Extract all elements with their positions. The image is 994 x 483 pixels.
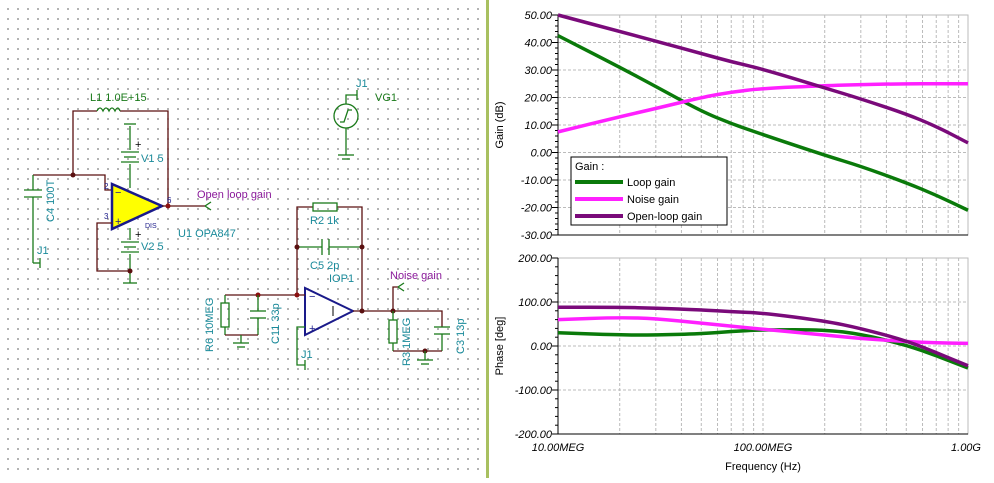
resistor-r2[interactable] [312, 202, 338, 212]
x-tick-label: 1.00G [951, 442, 981, 454]
wire [72, 110, 97, 175]
y-tick-label: -10.00 [521, 175, 553, 187]
y-axis-label: Phase [deg] [494, 317, 506, 376]
legend [570, 156, 728, 226]
schematic-canvas[interactable]: C4 100T J1 L1 1.0E+15 + V1 5 − + 2 3 6 DI… [0, 0, 486, 478]
r6-label: R6 10MEG [204, 298, 216, 352]
ground-pin-j1[interactable] [296, 326, 306, 370]
schematic-drawing: C4 100T J1 L1 1.0E+15 + V1 5 − + 2 3 6 DI… [24, 78, 467, 370]
y-tick-label: 30.00 [524, 65, 552, 77]
y-tick-label: 100.00 [518, 297, 553, 309]
svg-text:+: + [309, 323, 315, 335]
voltage-pin-noise-gain[interactable] [397, 282, 405, 292]
opamp-u1[interactable] [110, 182, 166, 231]
j1-label: J1 [37, 245, 49, 257]
svg-text:+: + [135, 139, 141, 151]
y-tick-label: -100.00 [515, 385, 553, 397]
y-tick-label: 50.00 [524, 10, 552, 22]
vg1-label: VG1 [375, 92, 397, 104]
y-tick-label: 20.00 [523, 93, 552, 105]
wire [392, 286, 398, 311]
legend-title: Gain : [575, 161, 604, 173]
svg-text:+: + [135, 229, 141, 241]
x-tick-label: 10.00MEG [532, 442, 585, 454]
wire [120, 110, 169, 206]
c11-label: C11 33p [270, 303, 282, 344]
x-axis-label: Frequency (Hz) [725, 461, 801, 473]
y-tick-label: -20.00 [521, 203, 553, 215]
battery-v1[interactable] [121, 123, 139, 188]
series-line-open-loop-gain [557, 13, 969, 145]
legend-entry: Noise gain [627, 194, 679, 206]
resistor-r6[interactable] [220, 295, 230, 335]
svg-text:2: 2 [104, 182, 109, 191]
y-tick-label: 40.00 [524, 38, 552, 50]
capacitor-c4[interactable] [24, 175, 42, 268]
series-line-phase- [558, 305, 969, 368]
y-tick-label: 200.00 [517, 253, 553, 265]
svg-text:−: − [115, 187, 121, 199]
svg-text:+: + [115, 216, 121, 228]
chart-svg: 50.00 40.00 30.00 20.00 10.00 0.00 -10.00 -20.0… [494, 10, 981, 473]
y-tick-label: 0.00 [531, 341, 553, 353]
signal-generator-vg1[interactable] [333, 90, 359, 160]
r2-label: R2 1k [310, 215, 339, 227]
voltage-pin-open-loop[interactable] [204, 201, 212, 211]
l1-label: L1 1.0E+15 [90, 92, 147, 104]
v1-label: V1 5 [141, 153, 164, 165]
c3-label: C3 13p [455, 319, 467, 354]
iop1-label: IOP1 [329, 273, 354, 285]
j1-label: J1 [356, 78, 368, 90]
resistor-r3[interactable] [388, 311, 398, 351]
series-line-phase- [557, 327, 969, 370]
wire [96, 222, 130, 272]
bode-plots: 50.00 40.00 30.00 20.00 10.00 0.00 -10.00 -20.0… [489, 0, 994, 478]
series-line-noise-gain [557, 82, 968, 134]
y-tick-label: 0.00 [531, 148, 553, 160]
ground-icon [417, 351, 433, 365]
svg-text:−: − [309, 291, 315, 303]
wire [353, 310, 443, 327]
ground-icon [233, 335, 249, 348]
y-tick-label: -200.00 [515, 429, 553, 441]
u1-label: U1 OPA847 [178, 228, 236, 240]
y-tick-label: 10.00 [524, 120, 552, 132]
svg-text:6: 6 [167, 196, 172, 205]
legend-entry: Open-loop gain [627, 211, 702, 223]
svg-text:3: 3 [104, 212, 109, 221]
j1-label: J1 [301, 349, 313, 361]
opamp-iop1[interactable] [304, 286, 356, 337]
splitter[interactable] [486, 0, 489, 478]
r3-label: R3 1MEG [401, 318, 413, 366]
series-line-loop-gain [557, 34, 969, 212]
y-tick-label: -30.00 [521, 230, 553, 242]
noise-gain-label: Noise gain [390, 270, 442, 282]
capacitor-c5[interactable] [297, 239, 362, 255]
v2-label: V2 5 [141, 241, 164, 253]
y-axis-label: Gain (dB) [494, 101, 506, 148]
c4-label: C4 100T [45, 180, 57, 222]
open-loop-gain-label: Open loop gain [197, 189, 272, 201]
capacitor-c3[interactable] [434, 326, 450, 351]
capacitor-c11[interactable] [250, 295, 266, 335]
inductor-l1[interactable] [96, 107, 121, 113]
wire [296, 206, 313, 295]
svg-text:DIS: DIS [145, 223, 157, 230]
c5-label: C5 2p [310, 260, 339, 272]
wire [33, 174, 112, 191]
x-tick-label: 100.00MEG [734, 442, 793, 454]
legend-entry: Loop gain [627, 177, 675, 189]
wire [337, 206, 363, 311]
